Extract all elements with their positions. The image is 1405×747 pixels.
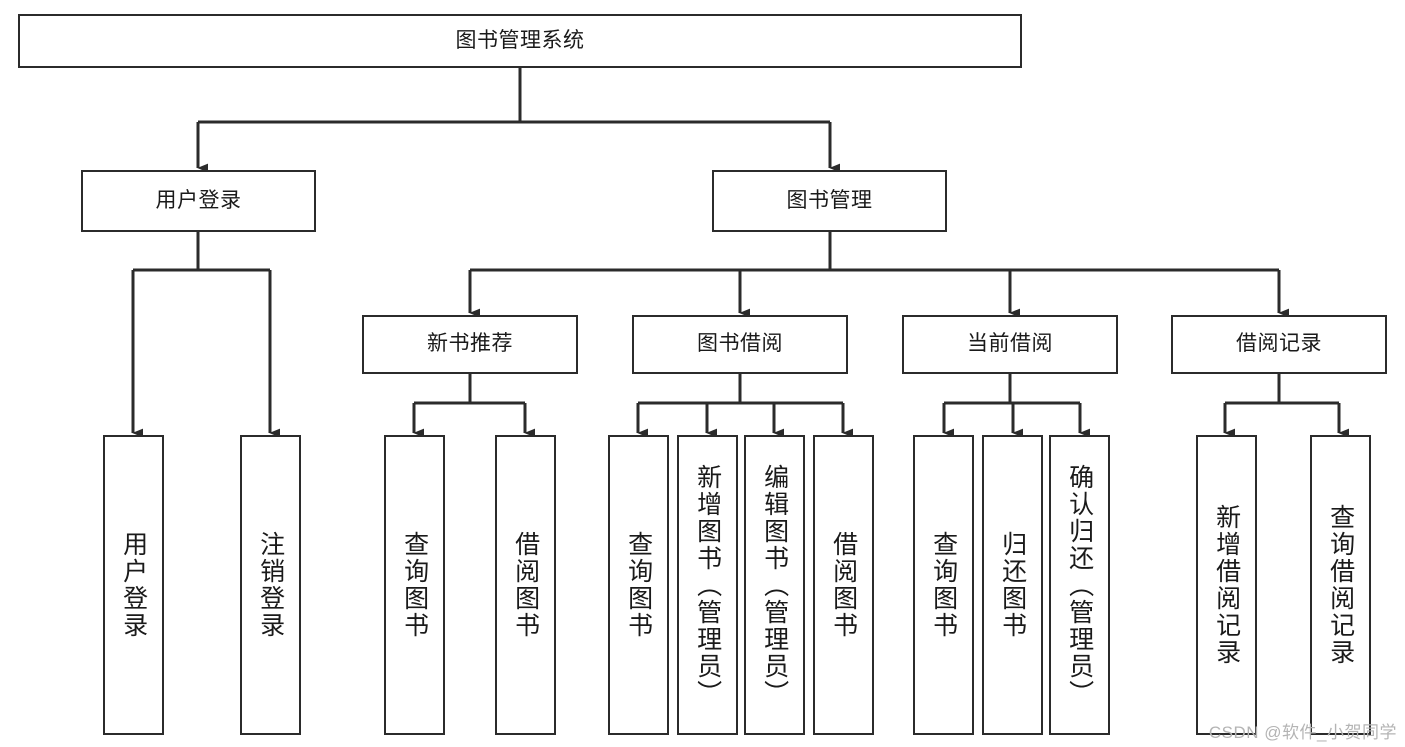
leaf-user-login-signout-label: 注销登录 [256,531,285,639]
leaf-borrow-edit-book-label: 编辑图书（管理员） [760,463,789,707]
leaf-record-query-record[interactable]: 查询借阅记录 [1310,435,1371,735]
leaf-recommend-borrow-book[interactable]: 借阅图书 [495,435,556,735]
node-new-book-recommend-label: 新书推荐 [427,332,513,356]
node-user-login-label: 用户登录 [155,188,242,212]
leaf-current-confirm-return-label: 确认归还（管理员） [1065,463,1094,707]
leaf-recommend-borrow-book-label: 借阅图书 [511,531,540,639]
node-borrow-record[interactable]: 借阅记录 [1171,315,1387,374]
leaf-recommend-query-book[interactable]: 查询图书 [384,435,445,735]
leaf-current-return-book[interactable]: 归还图书 [982,435,1043,735]
leaf-current-return-book-label: 归还图书 [998,531,1027,639]
leaf-borrow-edit-book[interactable]: 编辑图书（管理员） [744,435,805,735]
csdn-watermark: CSDN @软件_小贺同学 [1208,723,1397,742]
leaf-record-query-record-label: 查询借阅记录 [1326,504,1355,666]
node-book-management[interactable]: 图书管理 [712,170,947,232]
node-current-borrow[interactable]: 当前借阅 [902,315,1118,374]
leaf-record-add-record[interactable]: 新增借阅记录 [1196,435,1257,735]
leaf-user-login-signout[interactable]: 注销登录 [240,435,301,735]
leaf-current-confirm-return[interactable]: 确认归还（管理员） [1049,435,1110,735]
node-book-management-label: 图书管理 [786,188,873,212]
leaf-current-query-book[interactable]: 查询图书 [913,435,974,735]
node-root-label: 图书管理系统 [455,28,585,52]
node-new-book-recommend[interactable]: 新书推荐 [362,315,578,374]
leaf-user-login-signin[interactable]: 用户登录 [103,435,164,735]
node-user-login[interactable]: 用户登录 [81,170,316,232]
node-borrow-record-label: 借阅记录 [1236,332,1322,356]
leaf-borrow-query-book[interactable]: 查询图书 [608,435,669,735]
leaf-borrow-add-book-label: 新增图书（管理员） [693,463,722,707]
leaf-record-add-record-label: 新增借阅记录 [1212,504,1241,666]
leaf-borrow-borrow-book[interactable]: 借阅图书 [813,435,874,735]
leaf-borrow-query-book-label: 查询图书 [624,531,653,639]
leaf-recommend-query-book-label: 查询图书 [400,531,429,639]
node-current-borrow-label: 当前借阅 [967,332,1053,356]
leaf-borrow-borrow-book-label: 借阅图书 [829,531,858,639]
leaf-borrow-add-book[interactable]: 新增图书（管理员） [677,435,738,735]
node-book-borrow-label: 图书借阅 [697,332,783,356]
node-book-borrow[interactable]: 图书借阅 [632,315,848,374]
leaf-current-query-book-label: 查询图书 [929,531,958,639]
leaf-user-login-signin-label: 用户登录 [119,531,148,639]
node-root[interactable]: 图书管理系统 [18,14,1022,68]
